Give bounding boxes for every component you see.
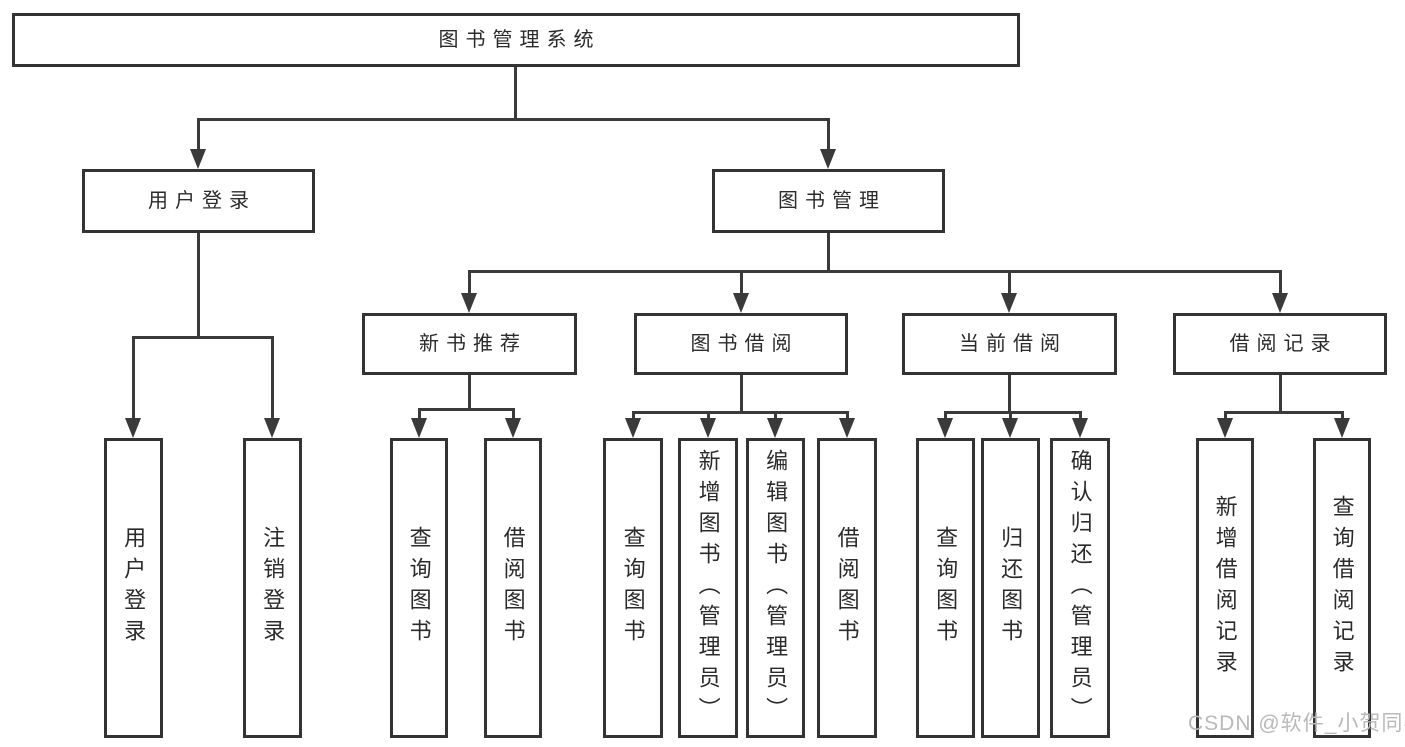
leaf-borrow-books-borrowing: 借阅图书 — [817, 438, 877, 738]
arrowhead — [505, 418, 521, 438]
node-label: 确认归还（管理员） — [1067, 448, 1093, 728]
arrowhead — [1217, 418, 1233, 438]
node-user-login: 用户登录 — [82, 169, 315, 233]
connector-line — [827, 233, 830, 273]
connector-line — [1224, 411, 1227, 419]
connector-line — [1009, 411, 1012, 419]
connector-line — [846, 411, 849, 419]
arrowhead — [839, 418, 855, 438]
connector-line — [1341, 411, 1344, 419]
connector-line — [632, 411, 635, 419]
connector-line — [827, 118, 830, 151]
node-current-borrowing: 当前借阅 — [902, 313, 1117, 375]
node-label: 编辑图书（管理员） — [763, 448, 789, 728]
leaf-add-borrow-record: 新增借阅记录 — [1196, 438, 1254, 738]
connector-line — [197, 233, 200, 339]
node-label: 图书借阅 — [690, 333, 799, 355]
leaf-logout: 注销登录 — [243, 438, 302, 738]
connector-line — [197, 118, 830, 121]
connector-line — [197, 118, 200, 151]
leaf-confirm-return-admin: 确认归还（管理员） — [1050, 438, 1110, 738]
connector-line — [740, 375, 743, 413]
arrowhead — [937, 418, 953, 438]
leaf-user-login: 用户登录 — [104, 438, 163, 738]
node-label: 查询图书 — [933, 526, 959, 650]
arrowhead — [1002, 418, 1018, 438]
connector-line — [468, 270, 471, 294]
arrowhead — [820, 149, 836, 169]
csdn-watermark: CSDN @软件_小贺同学 — [1188, 712, 1405, 735]
connector-line — [774, 411, 777, 419]
node-label: 新书推荐 — [419, 333, 527, 355]
arrowhead — [264, 418, 280, 438]
node-label: 图书管理系统 — [438, 29, 601, 51]
connector-line — [514, 67, 517, 121]
leaf-add-book-admin: 新增图书（管理员） — [678, 438, 738, 738]
leaf-query-books-borrowing: 查询图书 — [603, 438, 663, 738]
connector-line — [468, 375, 471, 410]
node-label: 归还图书 — [998, 526, 1024, 650]
connector-line — [1279, 270, 1282, 294]
connector-line — [1008, 375, 1011, 413]
node-label: 用户登录 — [148, 190, 256, 212]
leaf-return-books: 归还图书 — [981, 438, 1040, 738]
connector-line — [418, 408, 421, 419]
arrowhead — [1334, 418, 1350, 438]
node-new-book-recommend: 新书推荐 — [362, 313, 577, 375]
connector-line — [132, 336, 135, 419]
node-book-management: 图书管理 — [712, 169, 945, 233]
node-borrowing-records: 借阅记录 — [1173, 313, 1387, 375]
node-book-borrowing: 图书借阅 — [634, 313, 848, 375]
node-label: 用户登录 — [121, 526, 147, 650]
arrowhead — [1272, 293, 1288, 313]
node-library-system: 图书管理系统 — [12, 13, 1020, 67]
arrowhead — [461, 293, 477, 313]
node-label: 借阅记录 — [1229, 333, 1338, 355]
connector-line — [1079, 411, 1082, 419]
leaf-borrow-books-recommend: 借阅图书 — [484, 438, 542, 738]
arrowhead — [733, 293, 749, 313]
connector-line — [944, 411, 1082, 414]
connector-line — [707, 411, 710, 419]
connector-line — [944, 411, 947, 419]
connector-line — [740, 270, 743, 294]
node-label: 借阅图书 — [500, 526, 526, 650]
connector-line — [1008, 270, 1011, 294]
arrowhead — [411, 418, 427, 438]
connector-line — [1224, 411, 1344, 414]
node-label: 查询图书 — [406, 526, 432, 650]
node-label: 查询图书 — [620, 526, 646, 650]
node-label: 查询借阅记录 — [1329, 495, 1355, 681]
arrowhead — [125, 418, 141, 438]
arrowhead — [700, 418, 716, 438]
node-label: 新增借阅记录 — [1212, 495, 1238, 681]
leaf-query-books-current: 查询图书 — [916, 438, 975, 738]
node-label: 新增图书（管理员） — [695, 448, 721, 728]
arrowhead — [1072, 418, 1088, 438]
connector-line — [1279, 375, 1282, 413]
node-label: 注销登录 — [260, 526, 286, 650]
connector-line — [418, 408, 515, 411]
leaf-query-books-recommend: 查询图书 — [390, 438, 448, 738]
leaf-edit-book-admin: 编辑图书（管理员） — [746, 438, 805, 738]
connector-line — [271, 336, 274, 419]
connector-line — [468, 270, 1282, 273]
connector-line — [512, 408, 515, 419]
node-label: 当前借阅 — [959, 333, 1067, 355]
arrowhead — [625, 418, 641, 438]
arrowhead — [190, 149, 206, 169]
arrowhead — [1001, 293, 1017, 313]
arrowhead — [767, 418, 783, 438]
node-label: 借阅图书 — [834, 526, 860, 650]
connector-line — [132, 336, 274, 339]
leaf-query-borrow-record: 查询借阅记录 — [1313, 438, 1371, 738]
connector-line — [632, 411, 849, 414]
node-label: 图书管理 — [778, 190, 886, 212]
